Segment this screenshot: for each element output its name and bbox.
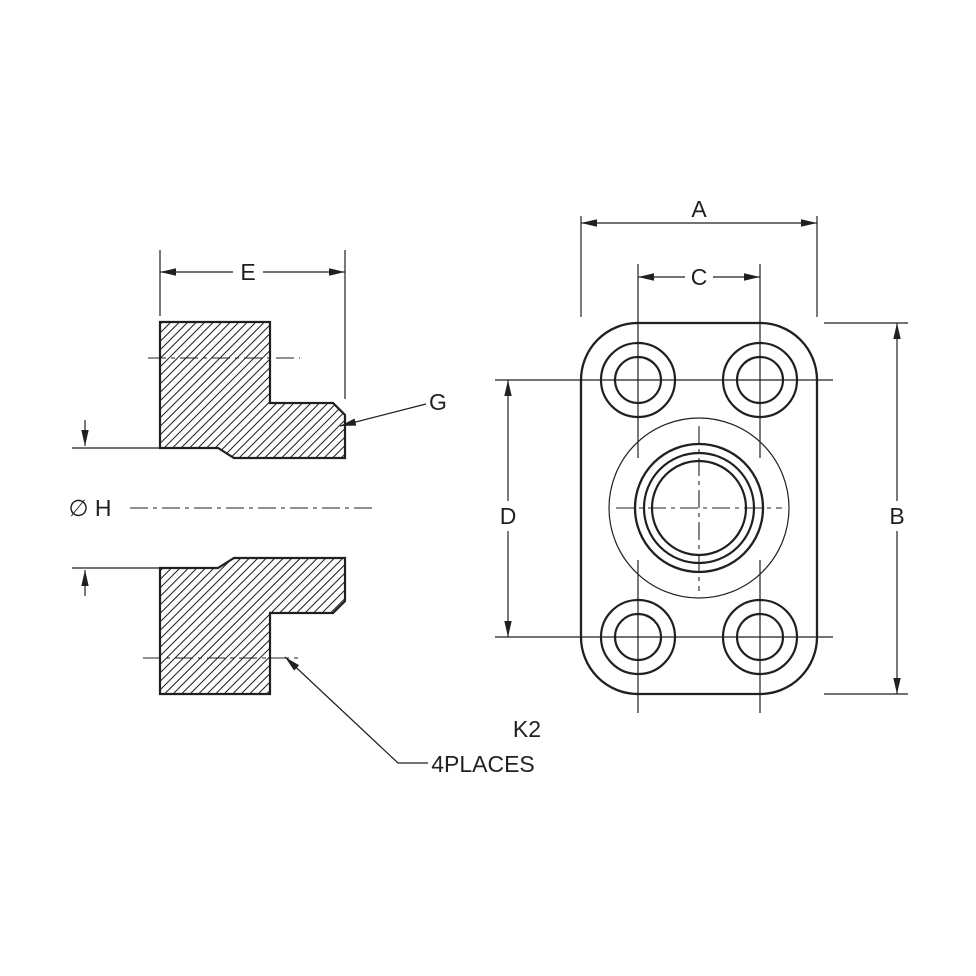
dim-c-label-bg: [685, 263, 713, 291]
note-k2-line1: K2: [513, 716, 541, 742]
side-section-view: [130, 320, 372, 696]
dim-e-label: E: [240, 259, 255, 285]
note-k2-leader: [284, 656, 428, 764]
dim-e-label-bg: [233, 258, 263, 286]
note-k2-line2: 4PLACES: [431, 751, 535, 777]
dim-b-label: B: [889, 503, 904, 529]
boss-contour: [608, 417, 790, 599]
notes: K2 4PLACES: [431, 716, 541, 777]
dim-h-label: ∅ H: [68, 495, 111, 521]
dim-d-label-bg: [493, 501, 523, 531]
dim-c-label: C: [691, 264, 708, 290]
dim-g-leader: [339, 403, 427, 427]
dimensions: A B C D E G ∅ H: [68, 196, 912, 764]
dim-g-label: G: [429, 389, 447, 415]
dim-b-label-bg: [882, 501, 912, 531]
front-view: [495, 264, 833, 713]
section-upper-material: [158, 320, 347, 460]
dim-a-label: A: [691, 196, 707, 222]
dim-d-label: D: [500, 503, 517, 529]
section-lower-material: [158, 556, 347, 696]
